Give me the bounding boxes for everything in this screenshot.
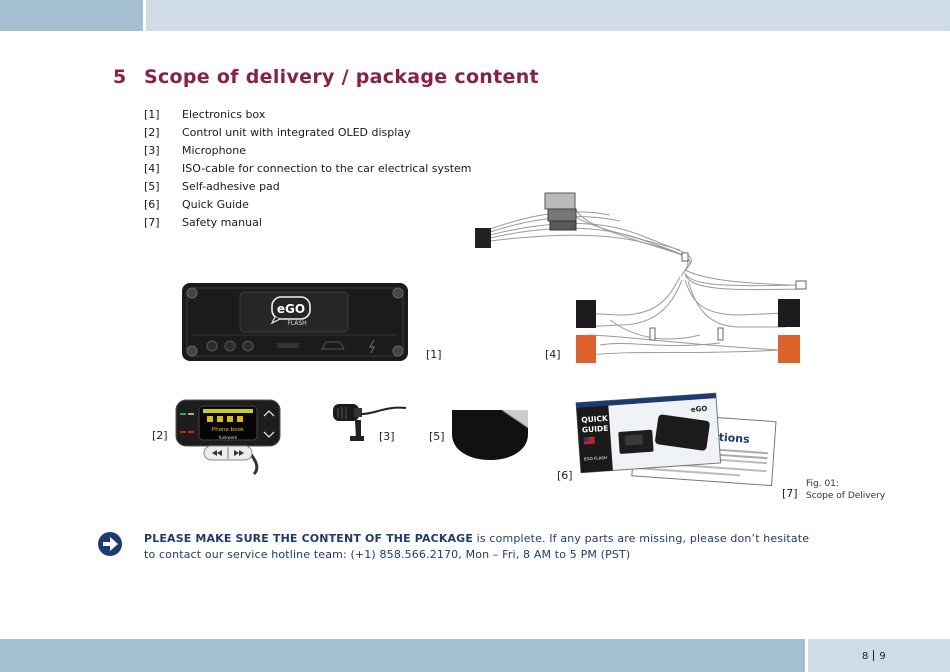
quick-guide-illustration: tions QUICK GUIDE EGO FLASH eGO xyxy=(575,392,777,487)
list-item: [6]Quick Guide xyxy=(144,198,249,211)
page-number-left: 8 xyxy=(862,651,869,662)
arrow-right-icon xyxy=(98,532,122,556)
guide-title-2: GUIDE xyxy=(582,424,609,435)
notice-text: is complete. If any parts are missing, p… xyxy=(144,532,810,561)
section-number: 5 xyxy=(113,66,127,88)
callout-7: [7] xyxy=(782,487,798,500)
callout-3: [3] xyxy=(379,430,395,443)
control-unit-illustration: Phone book funkwerk xyxy=(175,399,281,476)
guide-logo: eGO xyxy=(691,405,708,414)
page-number-right: 9 xyxy=(879,651,886,662)
footer-band-right xyxy=(808,639,950,672)
callout-2: [2] xyxy=(152,429,168,442)
adhesive-pad-illustration xyxy=(452,409,529,460)
callout-6: [6] xyxy=(557,469,573,482)
header-band-right xyxy=(146,0,950,31)
section-heading: 5 Scope of delivery / package content xyxy=(113,66,539,88)
microphone-illustration xyxy=(333,404,407,441)
list-item: [2]Control unit with integrated OLED dis… xyxy=(144,126,411,139)
list-item: [5]Self-adhesive pad xyxy=(144,180,280,193)
iso-cable-illustration xyxy=(475,192,807,363)
content-list: [1]Electronics box [2]Control unit with … xyxy=(144,106,472,232)
footer-band-left xyxy=(0,639,805,672)
guide-product: EGO FLASH xyxy=(584,455,607,462)
list-item: [7]Safety manual xyxy=(144,216,262,229)
electronics-box-illustration: eGO FLASH xyxy=(182,283,408,361)
callout-1: [1] xyxy=(426,348,442,361)
figure-caption: Fig. 01: Scope of Delivery xyxy=(806,479,886,501)
callout-4: [4] xyxy=(545,348,561,361)
manual-title-fragment: tions xyxy=(718,431,750,446)
section-title: Scope of delivery / package content xyxy=(144,66,539,88)
package-notice: PLEASE MAKE SURE THE CONTENT OF THE PACK… xyxy=(144,531,824,563)
list-item: [4]ISO-cable for connection to the car e… xyxy=(144,162,472,175)
display-brand: funkwerk xyxy=(219,435,238,440)
list-item: [3]Microphone xyxy=(144,144,247,157)
header-band-left xyxy=(0,0,143,31)
guide-title-1: QUICK xyxy=(581,414,609,425)
display-menu-text: Phone book xyxy=(212,427,245,433)
list-item: [1]Electronics box xyxy=(144,108,266,121)
box-logo-sub: FLASH xyxy=(287,320,306,327)
notice-emphasis: PLEASE MAKE SURE THE CONTENT OF THE PACK… xyxy=(144,532,474,545)
box-logo: eGO xyxy=(277,302,305,316)
callout-5: [5] xyxy=(429,430,445,443)
